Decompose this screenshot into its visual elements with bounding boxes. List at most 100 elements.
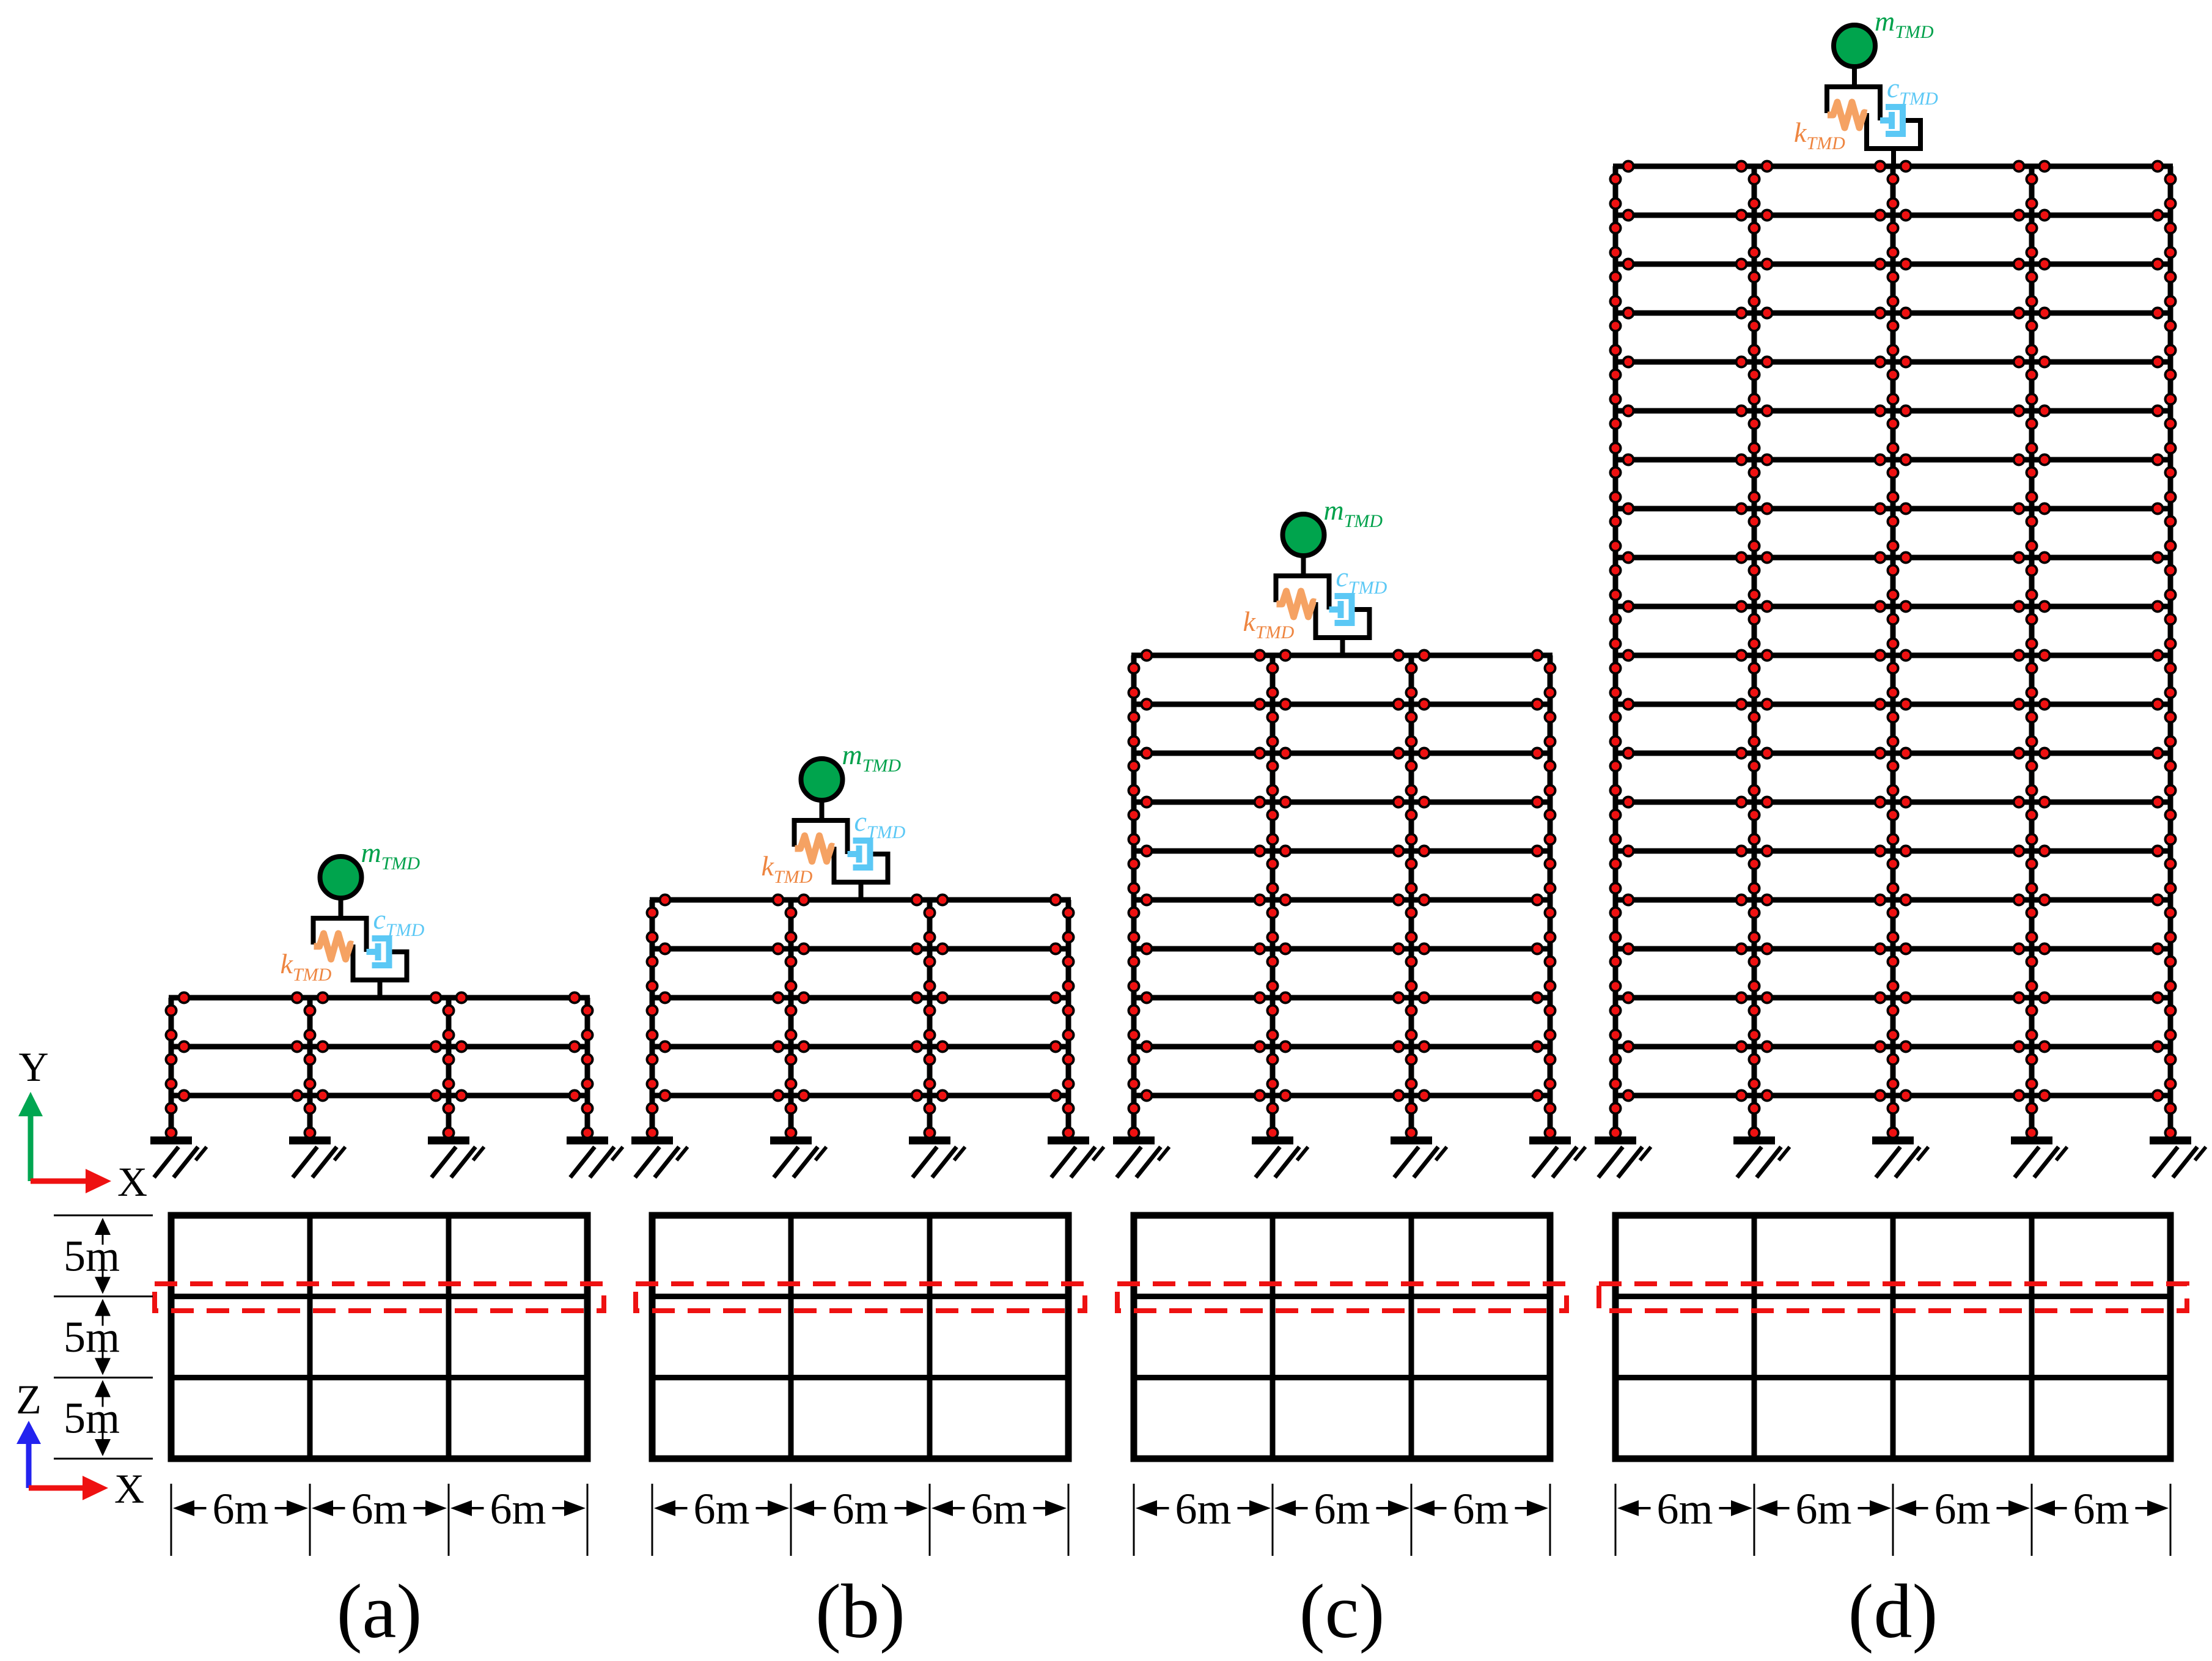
- node-marker: [1747, 417, 1761, 430]
- node-marker: [2164, 319, 2177, 333]
- dim-arrow-left-icon: [1617, 1500, 1639, 1516]
- node-marker: [1622, 1040, 1635, 1053]
- node-marker: [2025, 221, 2038, 235]
- node-marker: [164, 1102, 178, 1115]
- node-marker: [1279, 893, 1292, 907]
- node-marker: [1266, 661, 1279, 675]
- node-marker: [2025, 613, 2038, 626]
- node-marker: [1747, 319, 1761, 333]
- node-marker: [1760, 942, 1774, 956]
- node-marker: [1405, 784, 1418, 797]
- node-marker: [2164, 295, 2177, 308]
- node-marker: [2151, 649, 2164, 662]
- dim-arrow-left-icon: [931, 1500, 953, 1516]
- tmd-spring-icon: [1828, 98, 1868, 131]
- hatch-stroke: [1295, 1146, 1310, 1162]
- tmd-damper-label: cTMD: [373, 904, 425, 940]
- dim-arrow-up-icon: [95, 1218, 111, 1235]
- node-marker: [1760, 893, 1774, 907]
- support-pad: [289, 1136, 331, 1144]
- node-marker: [1140, 942, 1153, 956]
- node-marker: [1622, 746, 1635, 760]
- dim-arrow-left-icon: [793, 1500, 814, 1516]
- node-marker: [1417, 795, 1431, 809]
- node-marker: [1622, 795, 1635, 809]
- plan-view-a: [152, 1212, 606, 1462]
- node-marker: [2164, 392, 2177, 406]
- hatch-stroke: [1115, 1145, 1143, 1179]
- node-marker: [2012, 1040, 2026, 1053]
- node-marker: [1747, 490, 1761, 504]
- node-marker: [936, 942, 949, 956]
- node-marker: [1530, 1089, 1544, 1102]
- node-marker: [1127, 979, 1141, 993]
- node-marker: [1609, 588, 1622, 602]
- tmd-spring-icon: [795, 832, 835, 865]
- node-marker: [1266, 1028, 1279, 1042]
- node-marker: [1760, 453, 1774, 466]
- node-marker: [2025, 197, 2038, 210]
- support-pad: [1113, 1136, 1155, 1144]
- node-marker: [1760, 991, 1774, 1004]
- node-marker: [1127, 661, 1141, 675]
- node-marker: [1747, 1004, 1761, 1017]
- dim-arrow-right-icon: [2008, 1500, 2030, 1516]
- fem-nodes-a: [164, 991, 594, 1140]
- bay-dimension-label: 6m: [832, 1484, 888, 1533]
- dim-arrow-right-icon: [1388, 1500, 1409, 1516]
- node-marker: [2012, 502, 2026, 515]
- hatch-stroke: [675, 1146, 689, 1162]
- node-marker: [2012, 893, 2026, 907]
- node-marker: [1609, 270, 1622, 284]
- node-marker: [1049, 893, 1062, 907]
- dim-arrow-left-icon: [312, 1500, 333, 1516]
- support-pad: [1391, 1136, 1432, 1144]
- node-marker: [1873, 893, 1887, 907]
- node-marker: [1062, 955, 1075, 968]
- node-marker: [1543, 735, 1557, 748]
- node-marker: [1747, 466, 1761, 479]
- node-marker: [1279, 942, 1292, 956]
- node-marker: [1543, 1004, 1557, 1017]
- node-marker: [1266, 1077, 1279, 1091]
- tmd-spring-icon: [314, 930, 354, 963]
- node-marker: [1405, 686, 1418, 699]
- tmd-lower-bracket: [350, 945, 410, 982]
- hatch-stroke: [610, 1146, 625, 1162]
- node-marker: [1140, 746, 1153, 760]
- node-marker: [1062, 1004, 1075, 1017]
- node-marker: [645, 1102, 659, 1115]
- node-marker: [1735, 257, 1748, 271]
- node-marker: [1873, 502, 1887, 515]
- dim-arrow-up-icon: [95, 1298, 111, 1316]
- plan-view-b: [633, 1212, 1087, 1462]
- node-marker: [1735, 1089, 1748, 1102]
- node-marker: [2038, 257, 2051, 271]
- node-marker: [1266, 808, 1279, 822]
- node-marker: [2025, 857, 2038, 871]
- node-marker: [1873, 746, 1887, 760]
- node-marker: [645, 1004, 659, 1017]
- node-marker: [1266, 955, 1279, 968]
- node-marker: [1873, 600, 1887, 613]
- node-marker: [442, 1126, 455, 1140]
- dim-arrow-right-icon: [1731, 1500, 1752, 1516]
- node-marker: [2164, 1004, 2177, 1017]
- node-marker: [2151, 404, 2164, 418]
- node-marker: [1899, 991, 1913, 1004]
- node-marker: [581, 1028, 594, 1042]
- node-marker: [2025, 759, 2038, 773]
- node-marker: [1622, 306, 1635, 320]
- node-marker: [1886, 197, 1900, 210]
- node-marker: [1609, 613, 1622, 626]
- hatch-stroke: [1597, 1145, 1625, 1179]
- node-marker: [1392, 893, 1405, 907]
- node-marker: [2164, 710, 2177, 724]
- node-marker: [1899, 355, 1913, 369]
- node-marker: [936, 1040, 949, 1053]
- node-marker: [2025, 1053, 2038, 1066]
- hatch-stroke: [930, 1145, 958, 1179]
- node-marker: [1747, 735, 1761, 748]
